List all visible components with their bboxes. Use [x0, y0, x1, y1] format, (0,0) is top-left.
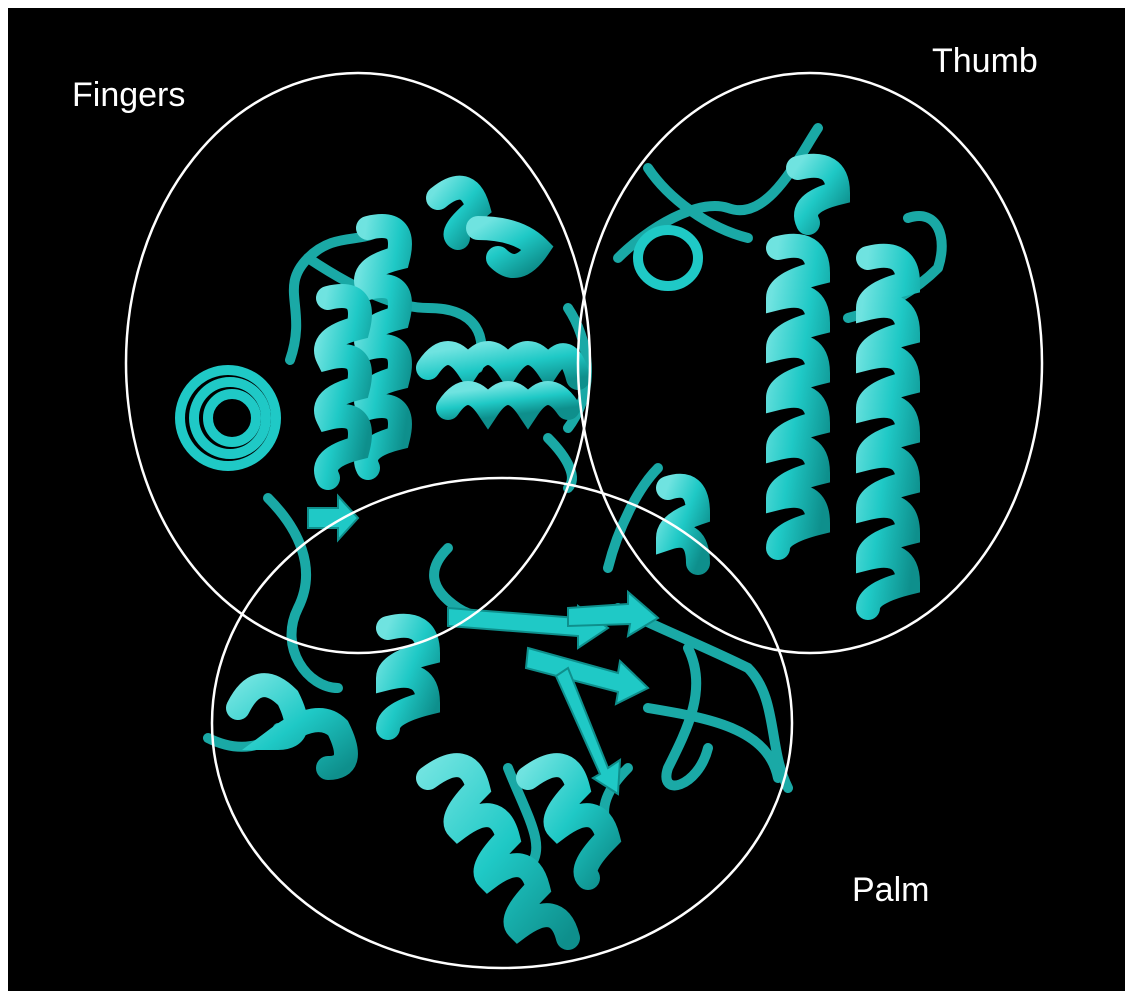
beta-sheet-arrows — [308, 496, 658, 794]
ribbon-scene — [8, 8, 1125, 991]
protein-structure-figure: Fingers Thumb Palm — [8, 8, 1125, 991]
thumb-coil-loop — [638, 230, 698, 286]
fingers-label: Fingers — [72, 78, 185, 112]
thumb-helices — [778, 166, 908, 608]
fingers-helices — [326, 188, 578, 478]
fingers-coil-end — [180, 370, 276, 466]
thumb-label: Thumb — [932, 44, 1038, 78]
palm-label: Palm — [852, 873, 929, 907]
